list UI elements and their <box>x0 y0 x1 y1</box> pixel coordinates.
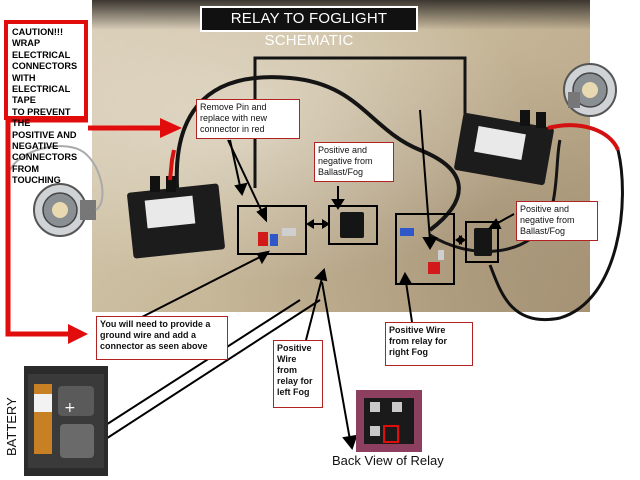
connector-box-3 <box>395 213 455 285</box>
battery-photo: + <box>24 366 108 476</box>
caution-note: CAUTION!!! WRAP ELECTRICAL CONNECTORS WI… <box>4 20 88 185</box>
fog-wire-return <box>488 149 624 322</box>
callout-arrows <box>97 109 515 451</box>
double-arrow-2 <box>455 235 466 245</box>
fog-wire-red-left <box>168 149 176 181</box>
fog-wire-red-right <box>547 123 620 151</box>
fog-light-right <box>563 63 617 117</box>
remove-pin-label: Remove Pin and replace with new connecto… <box>196 99 300 139</box>
page-title: RELAY TO FOGLIGHT SCHEMATIC <box>200 6 418 49</box>
pos-neg-left-label: Positive and negative from Ballast/Fog <box>314 142 394 182</box>
double-arrow-1 <box>306 219 330 229</box>
svg-text:+: + <box>64 400 76 416</box>
relay-left <box>127 176 225 259</box>
connector-box-4 <box>465 221 499 263</box>
fog-light-left <box>9 145 104 237</box>
connector-pins-3 <box>400 228 444 274</box>
connector-pins-1 <box>258 228 296 246</box>
relay-back-photo <box>356 390 422 452</box>
connector-plug-2 <box>340 212 364 238</box>
ground-wire-label: You will need to provide a ground wire a… <box>96 316 228 360</box>
connector-box-2 <box>328 205 378 245</box>
pos-neg-right-label: Positive and negative from Ballast/Fog <box>516 201 598 241</box>
back-view-caption: Back View of Relay <box>332 453 444 468</box>
battery-label: BATTERY <box>2 382 22 458</box>
battery-label-text: BATTERY <box>4 397 19 456</box>
harness-wire-loop <box>174 75 461 232</box>
positive-right-fog-label: Positive Wire from relay for right Fog <box>385 322 473 366</box>
caution-bracket <box>5 117 182 344</box>
connector-box-1 <box>237 205 307 255</box>
positive-left-fog-label: Positive Wire from relay for left Fog <box>273 340 323 408</box>
connector-plug-4 <box>474 228 492 256</box>
relay-right <box>454 110 554 186</box>
